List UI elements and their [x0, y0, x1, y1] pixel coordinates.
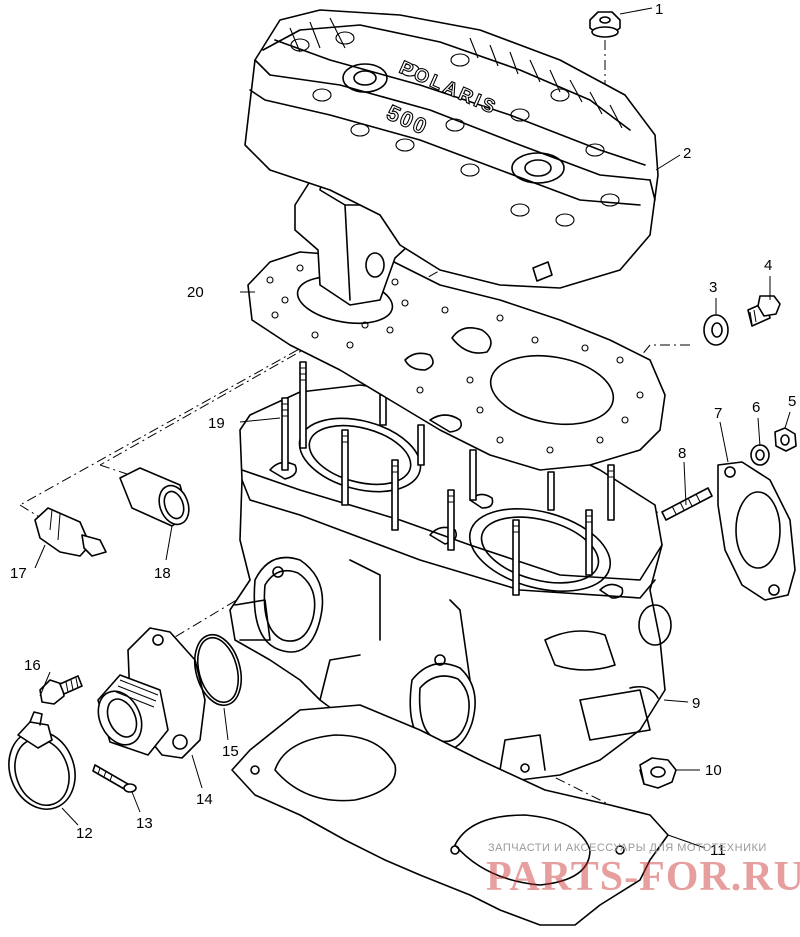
- exhaust-gasket: [717, 461, 796, 601]
- cylinder-block: [229, 361, 672, 781]
- callout-7: 7: [714, 405, 722, 422]
- flange-bolt: [39, 675, 83, 705]
- callout-3: 3: [709, 279, 717, 296]
- callout-labels: 1 2 3 4 5 6 7 8 9 10 11 12 13 14 15 16 1…: [10, 1, 796, 859]
- callout-2: 2: [683, 145, 691, 162]
- callout-19: 19: [208, 415, 225, 432]
- callout-17: 17: [10, 565, 27, 582]
- hex-bolt: [747, 295, 781, 327]
- callout-4: 4: [764, 257, 772, 274]
- callout-10: 10: [705, 762, 722, 779]
- spark-plug-holes: [342, 63, 565, 184]
- temperature-sensor: [34, 507, 107, 557]
- head-gasket-holes: [266, 261, 644, 454]
- base-gasket: [231, 704, 669, 926]
- leader-lines: [34, 7, 791, 849]
- callout-1: 1: [655, 1, 663, 18]
- flange-nut: [639, 757, 677, 789]
- callout-6: 6: [752, 399, 760, 416]
- callout-15: 15: [222, 743, 239, 760]
- small-screw: [92, 764, 137, 793]
- callout-18: 18: [154, 565, 171, 582]
- head-bolt-bosses: [290, 31, 620, 227]
- hex-nut: [774, 427, 797, 452]
- watermark-tagline: ЗАПЧАСТИ И АКСЕССУАРЫ ДЛЯ МОТОТЕХНИКИ: [488, 842, 767, 854]
- exhaust-stud: [661, 487, 713, 521]
- o-ring: [193, 633, 243, 707]
- washer: [703, 314, 729, 346]
- callout-14: 14: [196, 791, 213, 808]
- lock-washer: [750, 444, 770, 466]
- top-flange-nut: [589, 11, 621, 38]
- inlet-spigot: [97, 627, 206, 759]
- callout-9: 9: [692, 695, 700, 712]
- callout-13: 13: [136, 815, 153, 832]
- watermark-site: PARTS-FOR.RU: [486, 854, 800, 900]
- callout-12: 12: [76, 825, 93, 842]
- callout-20: 20: [187, 284, 204, 301]
- callout-5: 5: [788, 393, 796, 410]
- thermostat-sleeve: [119, 467, 190, 527]
- callout-11: 11: [710, 842, 726, 859]
- cylinder-head: POLARIS 500: [244, 9, 659, 289]
- callout-16: 16: [24, 657, 41, 674]
- callout-8: 8: [678, 445, 686, 462]
- hose-clamp: [8, 711, 76, 810]
